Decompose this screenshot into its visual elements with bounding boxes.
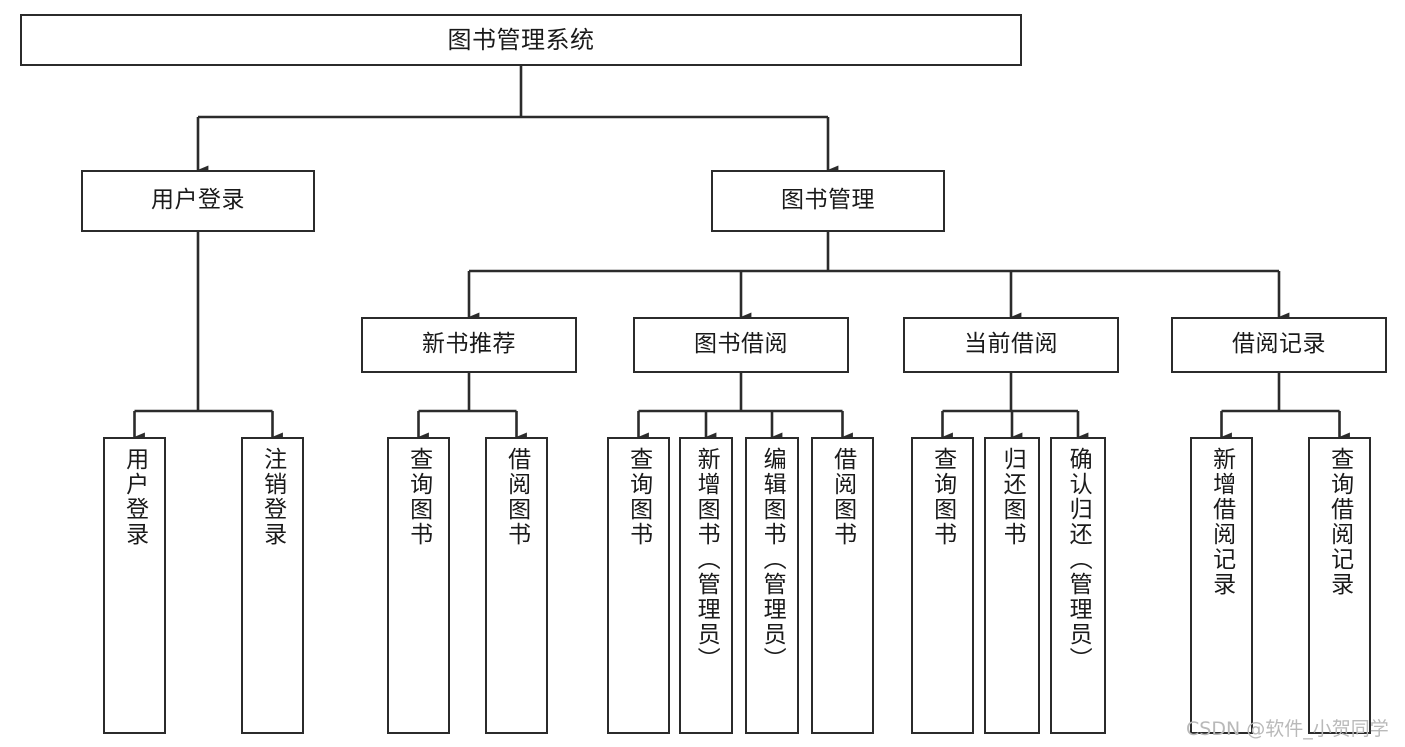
leaf-edit-book-admin[interactable]: 编辑图书（管理员） — [745, 437, 799, 734]
leaf-return-books[interactable]: 归还图书 — [984, 437, 1040, 734]
node-book-borrowing[interactable]: 图书借阅 — [633, 317, 849, 373]
node-new-book-recommendation[interactable]: 新书推荐 — [361, 317, 577, 373]
edge-group — [133, 66, 1350, 442]
node-borrowing-records[interactable]: 借阅记录 — [1171, 317, 1387, 373]
node-label: 借阅图书 — [503, 447, 530, 547]
leaf-add-borrowing-record[interactable]: 新增借阅记录 — [1190, 437, 1253, 734]
node-label: 查询图书 — [625, 447, 652, 547]
leaf-add-book-admin[interactable]: 新增图书（管理员） — [679, 437, 733, 734]
leaf-query-books-recommendation[interactable]: 查询图书 — [387, 437, 450, 734]
leaf-query-books-current[interactable]: 查询图书 — [911, 437, 974, 734]
node-label: 归还图书 — [999, 447, 1026, 547]
node-label: 查询图书 — [929, 447, 956, 547]
node-label: 新增图书（管理员） — [693, 447, 720, 672]
node-label: 确认归还（管理员） — [1065, 447, 1092, 672]
node-label: 新增借阅记录 — [1208, 447, 1235, 597]
leaf-borrow-books-recommendation[interactable]: 借阅图书 — [485, 437, 548, 734]
node-label: 新书推荐 — [422, 331, 516, 358]
node-label: 用户登录 — [151, 187, 245, 214]
node-label: 查询借阅记录 — [1326, 447, 1353, 597]
node-label: 借阅记录 — [1232, 331, 1326, 358]
leaf-user-login[interactable]: 用户登录 — [103, 437, 166, 734]
node-label: 查询图书 — [405, 447, 432, 547]
leaf-borrow-books[interactable]: 借阅图书 — [811, 437, 874, 734]
node-label: 编辑图书（管理员） — [759, 447, 786, 672]
node-label: 当前借阅 — [964, 331, 1058, 358]
leaf-logout[interactable]: 注销登录 — [241, 437, 304, 734]
node-label: 注销登录 — [259, 447, 286, 547]
node-label: 用户登录 — [121, 447, 148, 547]
node-label: 借阅图书 — [829, 447, 856, 547]
leaf-query-borrowing-record[interactable]: 查询借阅记录 — [1308, 437, 1371, 734]
leaf-query-books-borrowing[interactable]: 查询图书 — [607, 437, 670, 734]
node-root[interactable]: 图书管理系统 — [20, 14, 1022, 66]
node-label: 图书管理系统 — [447, 25, 595, 54]
node-user-login[interactable]: 用户登录 — [81, 170, 315, 232]
leaf-confirm-return-admin[interactable]: 确认归还（管理员） — [1050, 437, 1106, 734]
node-label: 图书借阅 — [694, 331, 788, 358]
node-label: 图书管理 — [781, 187, 875, 214]
node-book-management[interactable]: 图书管理 — [711, 170, 945, 232]
node-current-borrowing[interactable]: 当前借阅 — [903, 317, 1119, 373]
